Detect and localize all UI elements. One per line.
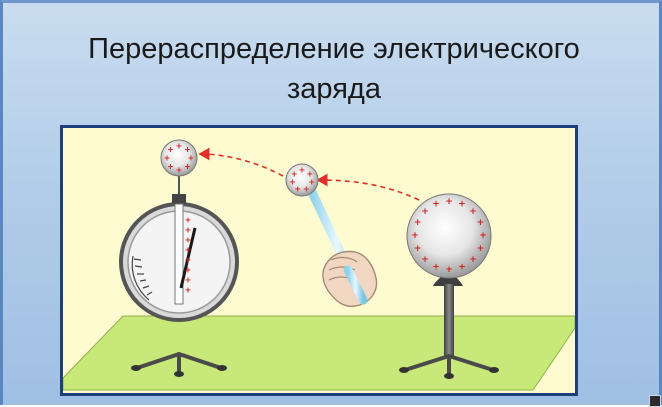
transfer-arrow-to-electroscope	[198, 147, 284, 177]
electroscope-pointer	[179, 227, 197, 289]
charge-marker: +	[477, 218, 485, 228]
charge-marker: +	[414, 218, 422, 228]
charge-marker: +	[414, 244, 422, 254]
electroscope-ball-charges: ++++++++	[164, 142, 195, 175]
charge-marker: +	[445, 265, 453, 275]
title-line-1: Перераспределение электрического	[88, 33, 580, 65]
charge-marker: +	[458, 262, 466, 272]
charge-marker: +	[469, 255, 477, 265]
charge-marker: +	[291, 169, 298, 178]
experiment-illustration: ++++++++ ++++++++ +++++++	[63, 139, 575, 391]
probe-ball-charges: +++++++	[289, 166, 315, 194]
charge-marker: +	[185, 286, 192, 295]
charge-marker: +	[289, 178, 296, 187]
electroscope-ball	[160, 139, 198, 177]
electroscope-rod	[174, 203, 184, 305]
charge-marker: +	[184, 145, 191, 154]
charge-marker: +	[185, 246, 192, 255]
charge-marker: +	[306, 169, 313, 178]
charge-marker: +	[167, 145, 174, 154]
charge-marker: +	[445, 197, 453, 207]
charge-marker: +	[421, 207, 429, 217]
charge-marker: +	[294, 185, 301, 194]
charge-marker: +	[432, 262, 440, 272]
charge-marker: +	[308, 178, 315, 187]
charge-marker: +	[167, 162, 174, 171]
title-line-2: заряда	[287, 73, 381, 105]
charge-marker: +	[185, 256, 192, 265]
charge-marker: +	[176, 166, 183, 175]
charge-marker: +	[477, 244, 485, 254]
large-sphere-charges: ++++++++++++++++	[411, 197, 487, 275]
charge-marker: +	[184, 162, 191, 171]
charge-marker: +	[185, 216, 192, 225]
electroscope-scale	[131, 255, 153, 301]
charge-marker: +	[185, 226, 192, 235]
charge-marker: +	[411, 231, 419, 241]
slide-corner-icon	[649, 395, 661, 407]
electroscope-stand	[131, 328, 227, 377]
transfer-arrow-to-probe	[316, 173, 420, 201]
table-surface	[63, 315, 575, 391]
slide-title: Перераспределение электрического заряда	[3, 29, 662, 109]
large-sphere	[406, 193, 492, 279]
test-probe: +++++++	[285, 163, 378, 307]
probe-ball	[285, 163, 319, 197]
charge-marker: +	[185, 236, 192, 245]
charge-marker: +	[432, 200, 440, 210]
charge-marker: +	[188, 154, 195, 163]
illustration-panel: ++++++++ ++++++++ +++++++	[60, 125, 578, 396]
charge-marker: +	[176, 142, 183, 151]
charge-marker: +	[185, 266, 192, 275]
charge-marker: +	[299, 166, 306, 175]
charge-marker: +	[303, 185, 310, 194]
charged-sphere: ++++++++++++++++	[399, 193, 499, 379]
charge-marker: +	[185, 276, 192, 285]
charge-marker: +	[479, 231, 487, 241]
charge-marker: +	[458, 200, 466, 210]
electroscope-rod-charges: ++++++++	[185, 216, 192, 295]
charge-marker: +	[164, 154, 171, 163]
charge-marker: +	[421, 255, 429, 265]
electroscope: ++++++++ ++++++++	[119, 139, 239, 377]
charge-marker: +	[469, 207, 477, 217]
